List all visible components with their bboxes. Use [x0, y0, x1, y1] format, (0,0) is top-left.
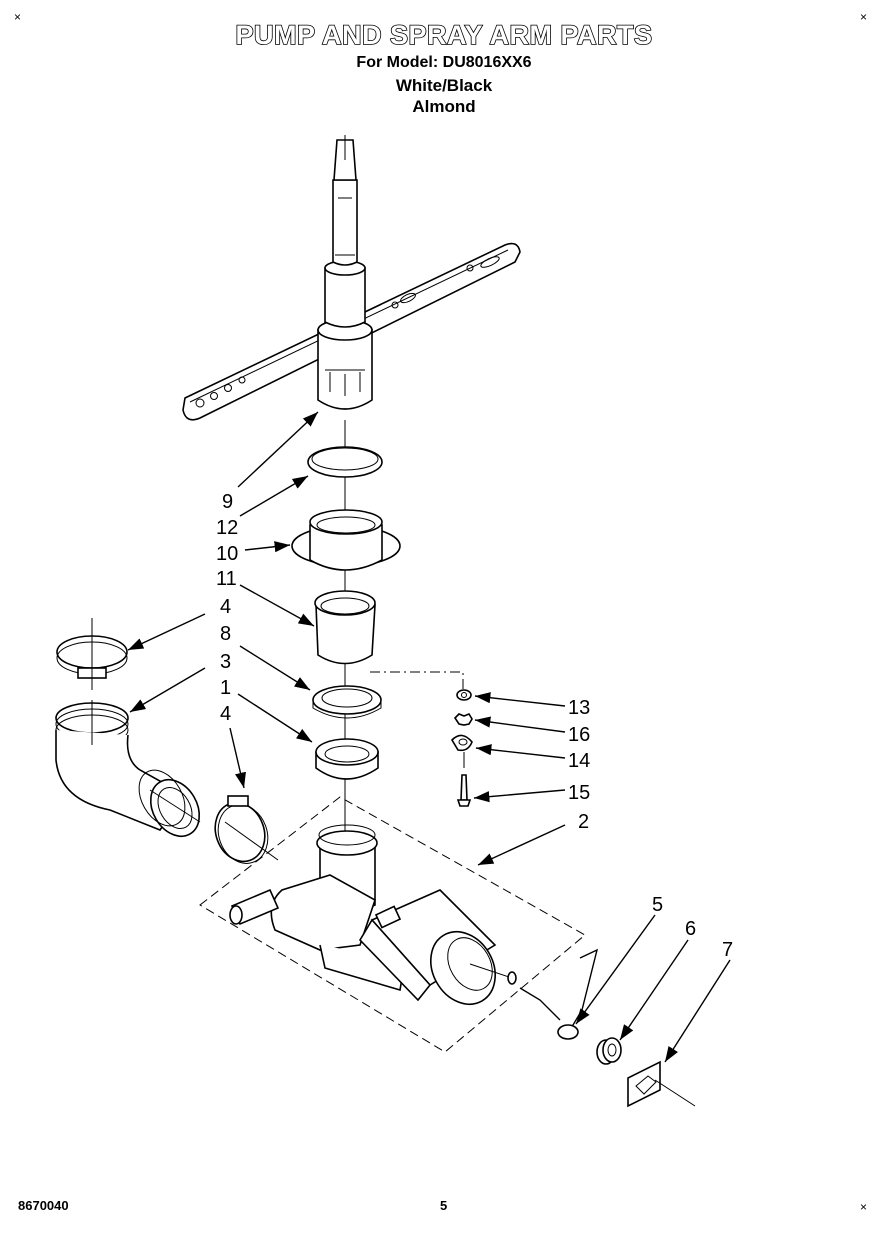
page-number: 5	[440, 1198, 448, 1213]
callout-4-upper: 4	[220, 596, 231, 618]
callout-9: 9	[222, 491, 233, 513]
hose-clamp-upper	[56, 618, 128, 690]
hose-clamp-lower	[214, 795, 279, 864]
model-number: For Model: DU8016XX6	[356, 54, 532, 71]
color-option-2: Almond	[412, 97, 476, 116]
seal-ring	[312, 685, 382, 719]
callout-12: 12	[216, 517, 238, 539]
callout-3: 3	[220, 651, 231, 673]
corner-mark-top-left: ×	[14, 10, 22, 24]
callout-11: 11	[216, 568, 237, 590]
page-title: PUMP AND SPRAY ARM PARTS	[235, 19, 653, 51]
wire-clip	[519, 948, 599, 1040]
callout-6: 6	[685, 918, 696, 940]
callout-5: 5	[652, 894, 663, 916]
callout-8: 8	[220, 623, 231, 645]
callout-14: 14	[568, 750, 590, 772]
callout-4-lower: 4	[220, 703, 231, 725]
leader-lines	[127, 411, 731, 1063]
drain-hose	[55, 700, 201, 838]
callout-2: 2	[578, 811, 589, 833]
callout-1: 1	[220, 677, 231, 699]
pump-motor-assembly	[199, 796, 586, 1053]
pump-seal	[315, 738, 379, 780]
callout-15: 15	[568, 782, 590, 804]
snap-ring	[307, 446, 383, 478]
corner-mark-top-right: ×	[860, 10, 868, 24]
filter-cup	[314, 590, 376, 665]
grommet	[596, 1037, 622, 1065]
spray-arm	[182, 135, 521, 421]
document-code: 8670040	[18, 1198, 69, 1213]
color-option-1: White/Black	[395, 76, 493, 95]
corner-mark-bottom-right: ×	[860, 1200, 868, 1214]
small-fasteners	[450, 689, 473, 807]
callout-7: 7	[722, 939, 733, 961]
spray-arm-support	[291, 509, 401, 571]
callout-16: 16	[568, 724, 590, 746]
gasket	[627, 1060, 696, 1108]
callout-10: 10	[216, 543, 238, 565]
callout-13: 13	[568, 697, 590, 719]
